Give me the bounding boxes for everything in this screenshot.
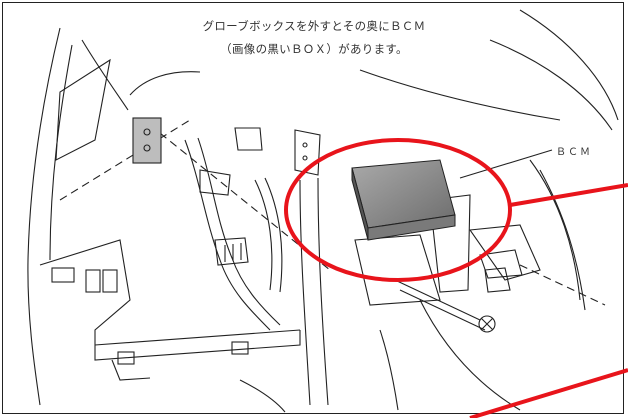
caption-line-2: （画像の黒いＢＯＸ）があります。 [220, 42, 408, 56]
line-art [27, 9, 619, 413]
callout-line-lower [469, 368, 628, 418]
highlight-circle [284, 138, 512, 282]
diagram-frame [2, 2, 624, 414]
caption-line-1: グローブボックスを外すとその奥にＢＣＭ [202, 19, 426, 33]
bcm-module [351, 159, 456, 241]
callout-line-upper [509, 183, 628, 207]
bcm-label: ＢＣＭ [556, 147, 592, 158]
